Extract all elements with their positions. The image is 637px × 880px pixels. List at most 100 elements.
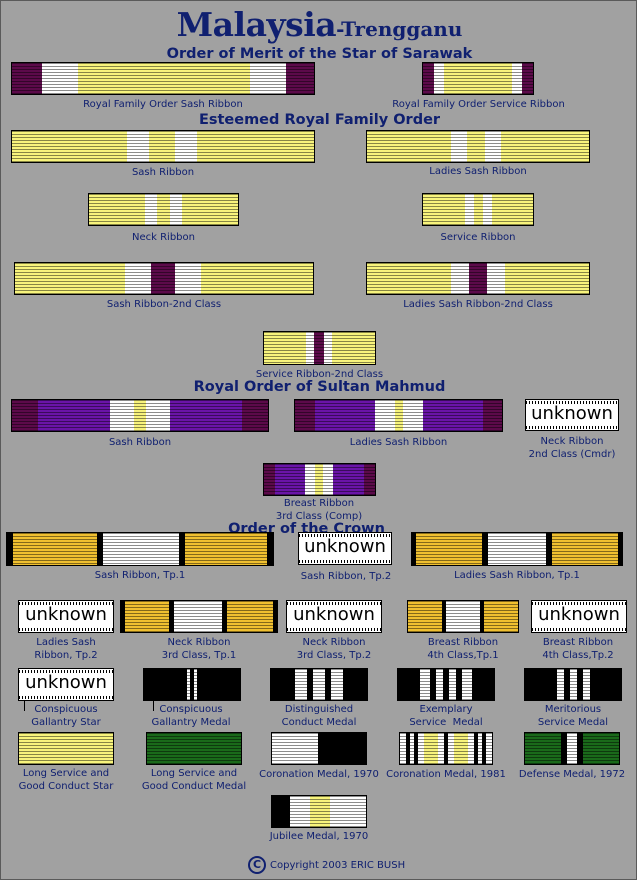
label: Conspicuous Gallantry Medal [151,704,231,728]
ribbon-stripes [423,194,533,225]
unknown-text: unknown [531,403,613,424]
ribbon [294,399,503,432]
label: Breast Ribbon 4th Class,Tp.2 [542,637,614,661]
ribbon-stripes [400,733,492,764]
ribbon-stripes [367,263,589,294]
label: Royal Family Order Service Ribbon [392,99,565,110]
heading-star-of-sarawak: Order of Merit of the Star of Sarawak [166,46,473,62]
ribbon-stripes [264,332,375,364]
copyright-text: Copyright 2003 ERIC BUSH [270,860,406,871]
label: Ladies Sash Ribbon [349,437,448,448]
ribbon-stripes [398,669,494,700]
ribbon [397,668,495,701]
label: Meritorious Service Medal [537,704,609,728]
ribbon-stripes [15,263,313,294]
ribbon-stripes [89,194,238,225]
label: Distinguished Conduct Medal [281,704,357,728]
ribbon-stripes [525,733,619,764]
ribbon [88,193,239,226]
label: Neck Ribbon [132,232,195,243]
unknown-placeholder: unknown [525,399,619,431]
unknown-placeholder: unknown [18,668,114,701]
ribbon [524,732,620,765]
label: Conspicuous Gallantry Star [31,704,101,728]
ribbon [263,331,376,365]
ribbon [18,732,114,765]
unknown-placeholder: unknown [531,600,627,633]
ribbon-stripes [412,533,622,565]
label: Long Service and Good Conduct Star [18,768,114,790]
ribbon-stripes [272,796,366,827]
label: Service Ribbon-2nd Class [255,369,384,378]
unknown-placeholder: unknown [298,532,392,565]
label: Neck Ribbon 2nd Class (Cmdr) [528,436,616,460]
ribbon [407,600,519,633]
ribbon [263,463,376,496]
unknown-text: unknown [538,604,620,625]
ribbon [146,732,242,765]
label: Sash Ribbon, Tp.1 [94,570,186,581]
unknown-placeholder: unknown [286,600,382,633]
ribbon [11,130,315,163]
unknown-text: unknown [304,536,386,557]
ribbon [366,130,590,163]
label: Breast Ribbon 4th Class,Tp.1 [427,637,499,661]
ribbon-stripes [295,400,502,431]
ribbon-stripes [147,733,241,764]
ribbon [422,62,534,95]
unknown-text: unknown [25,672,107,693]
label: Ladies Sash Ribbon, Tp.2 [34,637,98,661]
title-sub: -Trengganu [336,17,463,41]
ribbon [271,795,367,828]
ribbon [366,262,590,295]
ribbon [11,399,269,432]
label: Jubilee Medal, 1970 [269,831,369,842]
ribbon [120,600,278,633]
label: Coronation Medal, 1970 [259,769,379,780]
label: Breast Ribbon 3rd Class (Comp) [275,498,363,522]
label: Defense Medal, 1972 [518,769,626,780]
heading-sultan-mahmud: Royal Order of Sultan Mahmud [193,379,446,395]
label: Sash Ribbon, Tp.2 [300,571,392,582]
ribbon-stripes [272,733,366,764]
ribbon-stripes [144,669,240,700]
ribbon-stripes [271,669,367,700]
ribbon [11,62,315,95]
ribbon-stripes [121,601,277,632]
ribbon [271,732,367,765]
ribbon-stripes [12,400,268,431]
label: Long Service and Good Conduct Medal [141,768,247,792]
ribbon-stripes [19,733,113,764]
unknown-text: unknown [25,604,107,625]
ribbon-stripes [408,601,518,632]
unknown-placeholder: unknown [18,600,114,633]
ribbon [411,532,623,566]
label: Exemplary Service Medal [409,704,483,728]
title-main: Malaysia [176,5,337,44]
label: Sash Ribbon-2nd Class [106,299,222,310]
connector-line [24,701,25,711]
copyright: C Copyright 2003 ERIC BUSH [248,856,405,874]
copyright-icon: C [248,856,266,874]
ribbon [6,532,274,566]
ribbon [270,668,368,701]
page-title: Malaysia-Trengganu [1,5,636,44]
label: Neck Ribbon 3rd Class, Tp.1 [161,637,237,661]
label: Sash Ribbon [131,167,195,178]
ribbon-stripes [423,63,533,94]
unknown-text: unknown [293,604,375,625]
ribbon [14,262,314,295]
ribbon [524,668,622,701]
ribbon-stripes [367,131,589,162]
ribbon-stripes [7,533,273,565]
ribbon [399,732,493,765]
connector-line [153,701,154,711]
ribbon-stripes [12,131,314,162]
ribbon-stripes [12,63,314,94]
label: Ladies Sash Ribbon, Tp.1 [454,570,580,581]
label: Royal Family Order Sash Ribbon [83,99,243,110]
label: Service Ribbon [440,232,516,243]
label: Sash Ribbon [108,437,172,448]
ribbon-stripes [264,464,375,495]
